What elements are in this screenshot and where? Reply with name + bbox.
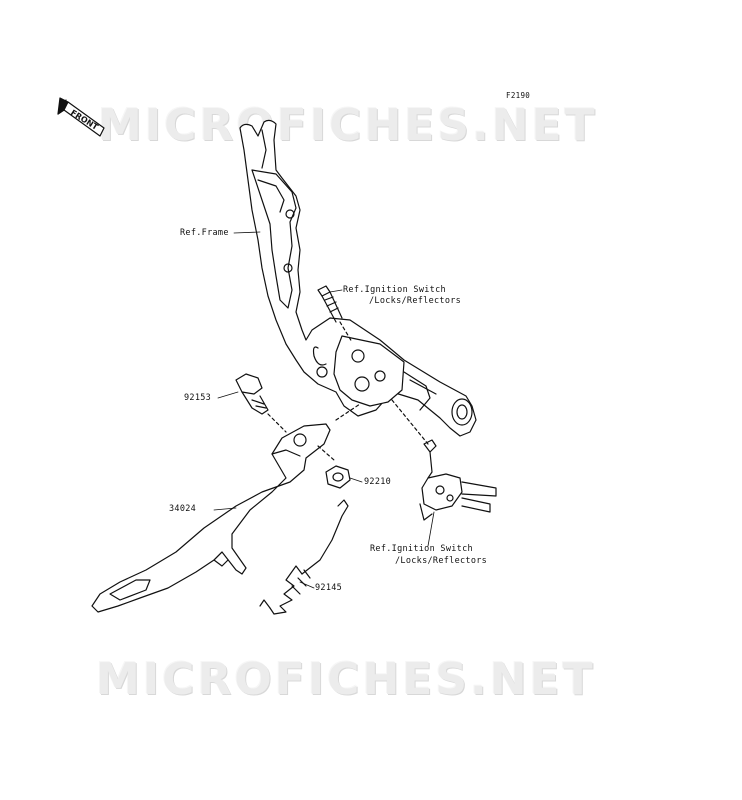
- ref-bolt-drawing: [317, 285, 353, 343]
- leader-lines: [213, 231, 435, 589]
- frame-drawing: [239, 119, 477, 437]
- front-arrow-icon: FRONT: [57, 97, 105, 137]
- watermark-top: MICROFICHES.NET: [98, 100, 598, 151]
- callout-part-92153: 92153: [184, 393, 212, 403]
- watermark-bottom: MICROFICHES.NET: [96, 654, 596, 705]
- callout-ref-ignition-top-line2: /Locks/Reflectors: [369, 296, 462, 306]
- callout-part-92210: 92210: [364, 477, 392, 487]
- nut-92210-drawing: [325, 465, 351, 489]
- bolt-92153-drawing: [235, 373, 287, 433]
- callout-ref-ignition-bottom-line2: /Locks/Reflectors: [395, 556, 488, 566]
- callout-ref-ignition-bottom-line1: Ref.Ignition Switch: [370, 544, 473, 554]
- callout-part-34024: 34024: [169, 504, 197, 514]
- callout-part-92145: 92145: [315, 583, 343, 593]
- spring-92145-drawing: [259, 499, 349, 615]
- callout-ref-ignition-top-line1: Ref.Ignition Switch: [343, 285, 446, 295]
- callout-ref-frame: Ref.Frame: [180, 228, 229, 238]
- side-stand-switch-drawing: [391, 399, 497, 521]
- front-label: FRONT: [69, 108, 100, 132]
- side-stand-drawing: [91, 403, 361, 613]
- figure-code: F2190: [506, 91, 531, 100]
